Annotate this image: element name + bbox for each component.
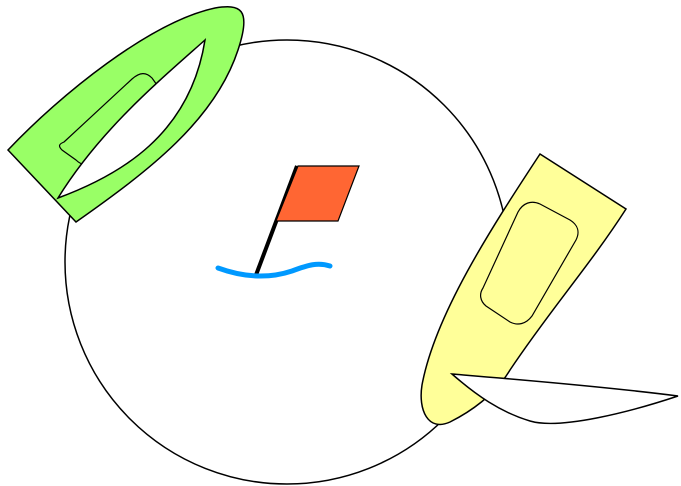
yellow-boat: [420, 152, 679, 425]
flag-banner: [275, 165, 360, 222]
mark-flag: [254, 165, 360, 276]
yellow-boat-cockpit: [480, 201, 579, 325]
yellow-boat-hull: [420, 152, 628, 425]
green-boat: [6, 6, 245, 223]
yellow-boat-sail: [449, 373, 679, 425]
water-wave: [215, 261, 333, 279]
green-boat-sail: [56, 38, 207, 200]
